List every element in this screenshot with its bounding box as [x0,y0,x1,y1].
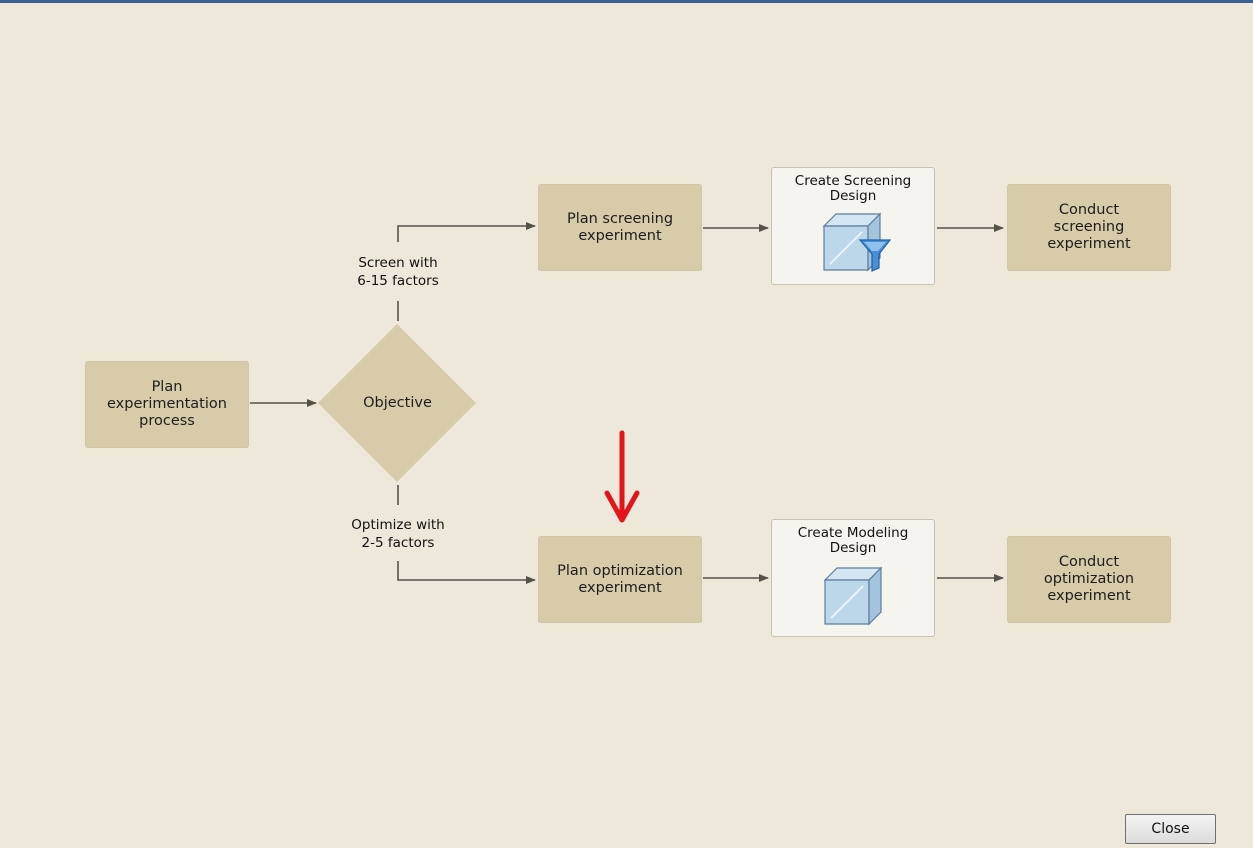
branch-optimize-label: Optimize with 2-5 factors [351,517,445,551]
create-modeling-design-button[interactable]: Create Modeling Design [771,519,935,637]
create-screening-design-label: Create Screening Design [794,173,912,204]
conduct-optimization-experiment-node[interactable]: Conduct optimization experiment [1007,536,1171,623]
plan-screening-experiment-label: Plan screening experiment [566,210,674,244]
conduct-screening-experiment-node[interactable]: Conduct screening experiment [1007,184,1171,271]
create-screening-design-button[interactable]: Create Screening Design [771,167,935,285]
cube-icon [772,564,934,634]
plan-optimization-experiment-node[interactable]: Plan optimization experiment [538,536,702,623]
plan-experimentation-process-label: Plan experimentation process [107,379,227,429]
cube-filter-icon [772,210,934,280]
conduct-optimization-experiment-label: Conduct optimization experiment [1043,554,1135,604]
close-button[interactable]: Close [1125,814,1216,844]
conduct-screening-experiment-label: Conduct screening experiment [1047,202,1131,252]
branch-screen-label: Screen with 6-15 factors [357,255,439,289]
decision-diamond[interactable] [318,324,476,482]
arrow-to-plan-optimization [397,561,536,584]
plan-experimentation-process-node[interactable]: Plan experimentation process [85,361,249,448]
red-down-arrow-icon [604,430,640,523]
window-top-border [0,0,1253,3]
arrow-to-plan-screening [397,222,536,242]
create-modeling-design-label: Create Modeling Design [797,525,909,556]
plan-screening-experiment-node[interactable]: Plan screening experiment [538,184,702,271]
plan-optimization-experiment-label: Plan optimization experiment [557,562,683,596]
